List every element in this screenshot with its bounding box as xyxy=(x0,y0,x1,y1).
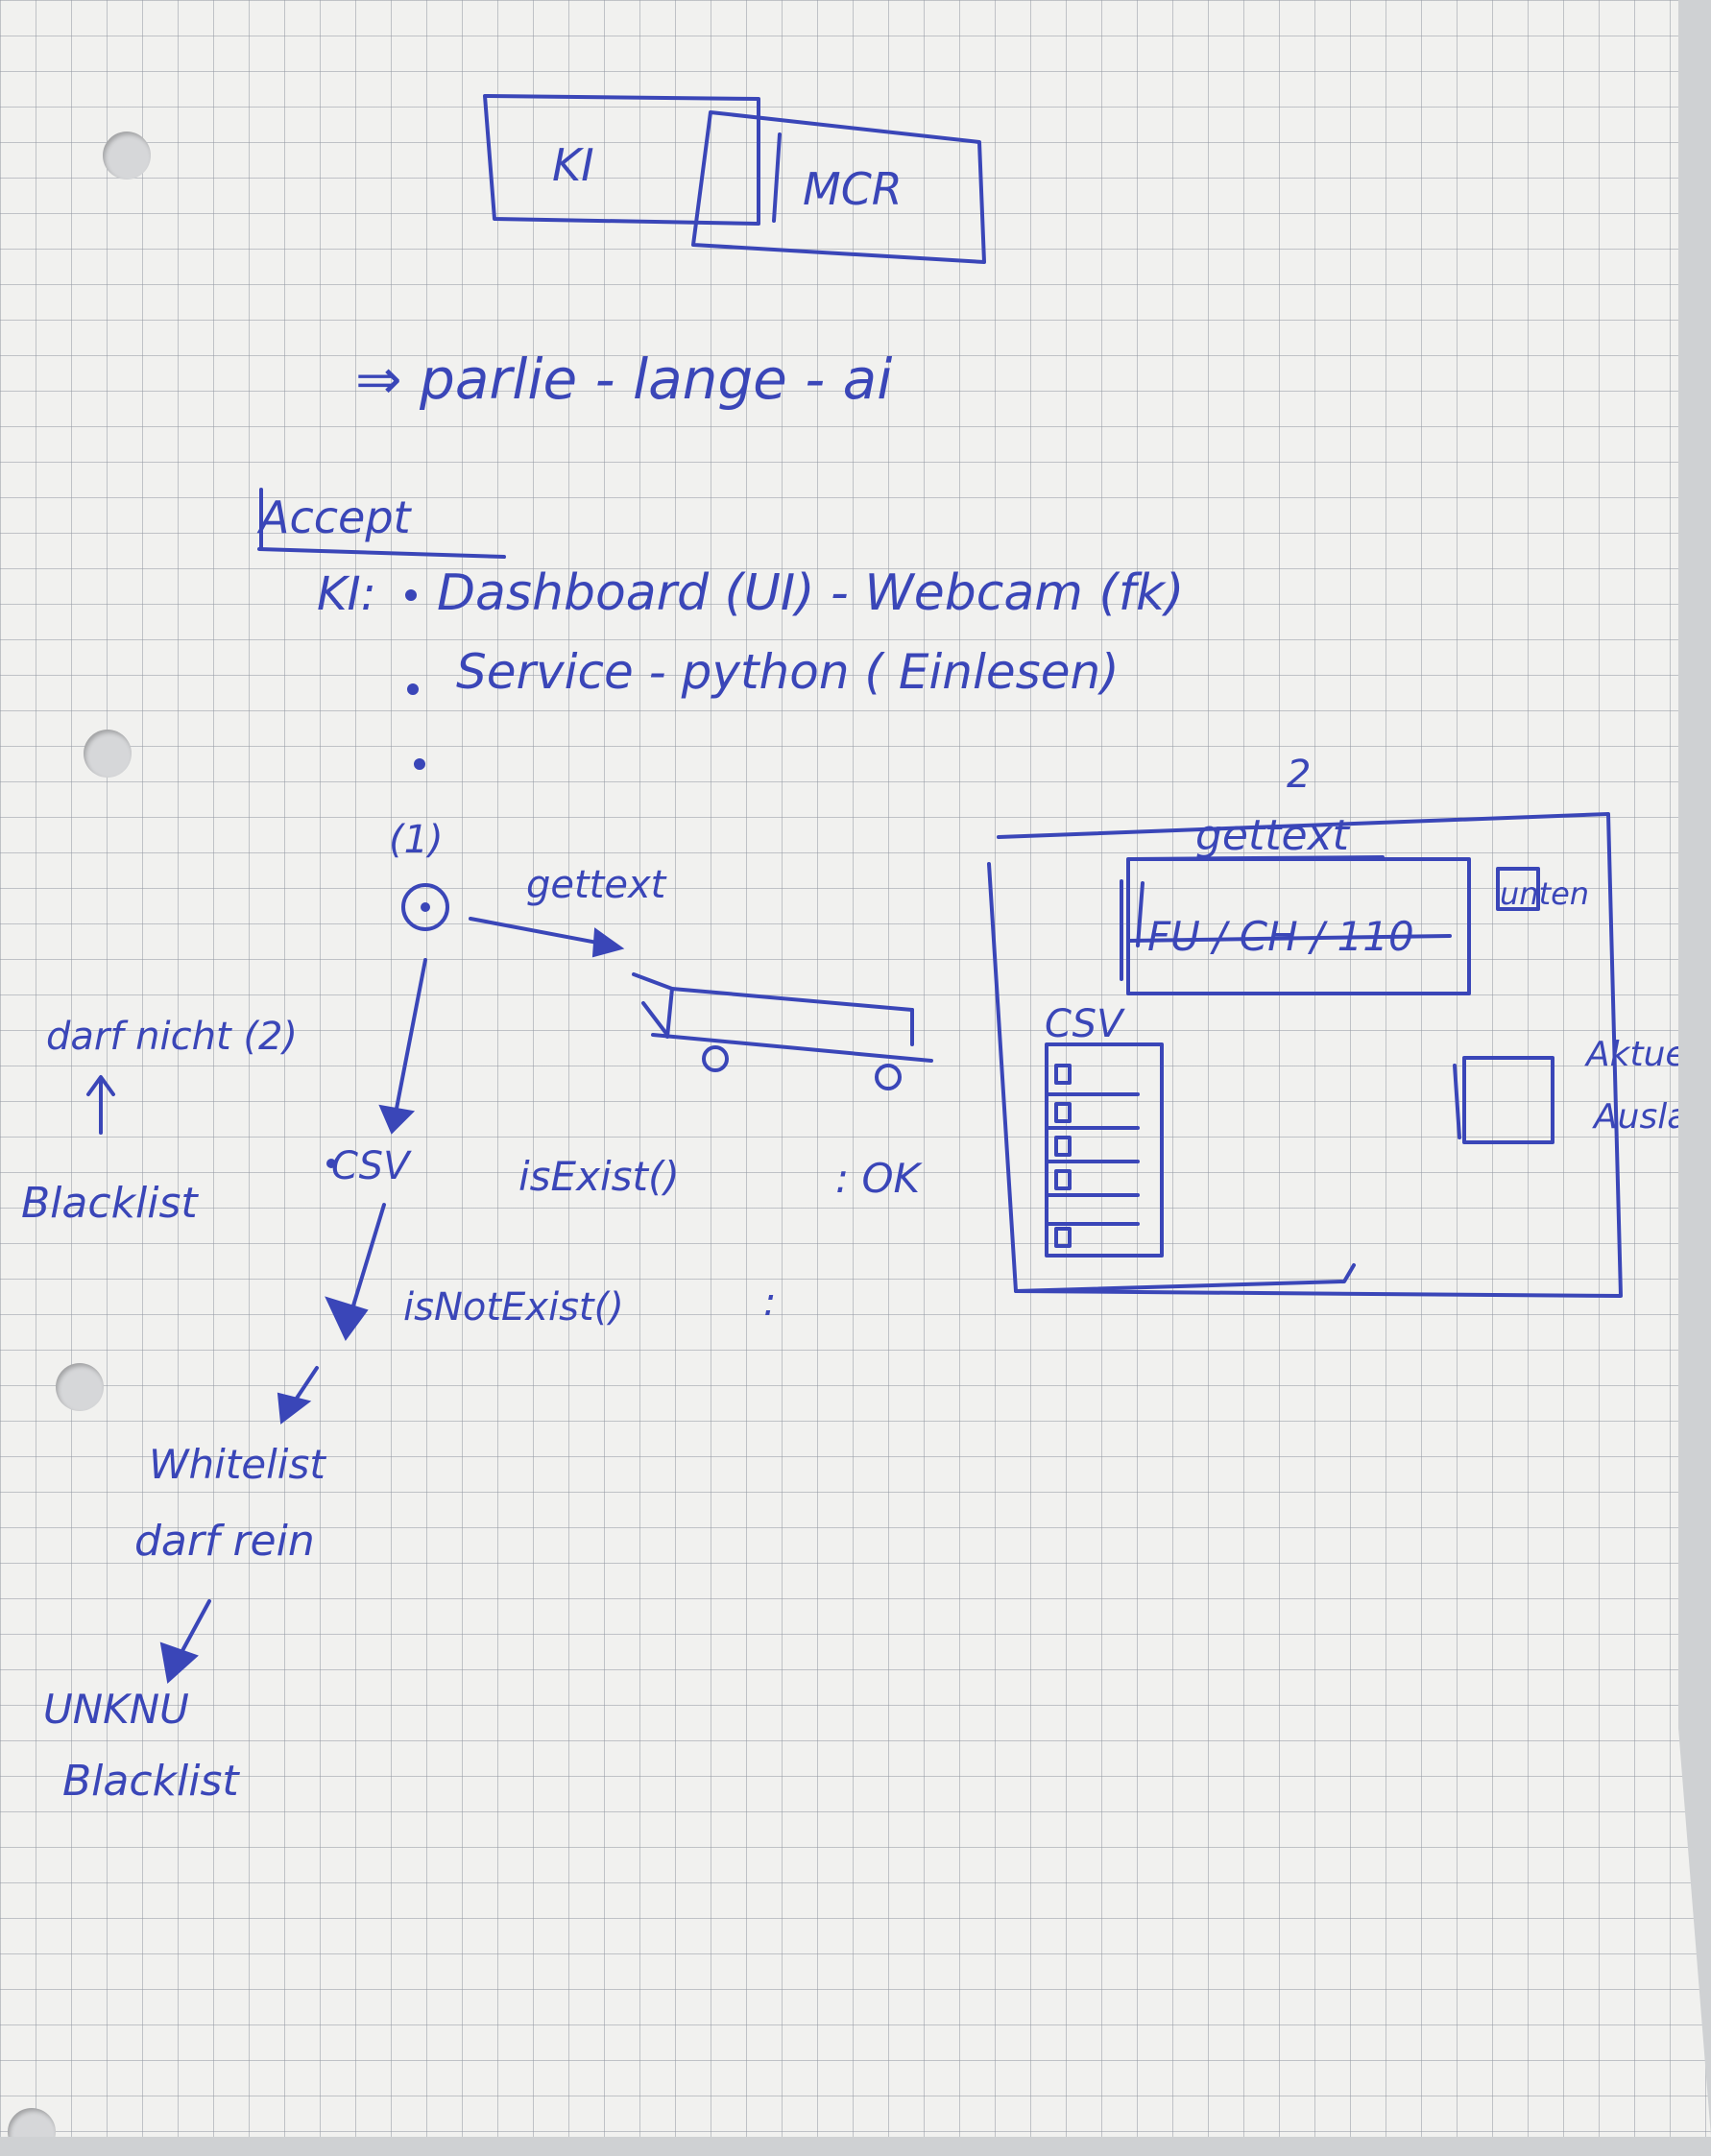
bullet-2: Service - python ( Einlesen) xyxy=(456,644,1120,700)
punch-hole xyxy=(56,1363,104,1411)
plate-text: FU / CH / 110 xyxy=(1147,913,1414,960)
image-placeholder xyxy=(1462,1056,1554,1144)
section-title: Accept xyxy=(256,491,413,543)
flow-csv: CSV xyxy=(331,1144,412,1188)
ki-prefix: KI: xyxy=(317,567,376,621)
ui-title: gettext xyxy=(1195,811,1351,860)
unten-label: unten xyxy=(1500,875,1589,912)
csv-list xyxy=(1045,1042,1164,1258)
flow-colon: : xyxy=(763,1281,776,1325)
ui-mockup: 2 gettext FU / CH / 110 unten CSV xyxy=(987,753,1706,1298)
darf-rein-label: darf rein xyxy=(134,1517,315,1566)
flow-gettext-label: gettext xyxy=(526,863,667,907)
bullet-dot xyxy=(407,683,419,695)
mcr-box: MCR xyxy=(691,110,986,264)
flow-is-exist: isExist() xyxy=(518,1153,680,1200)
mcr-box-label: MCR xyxy=(803,163,903,215)
page-heading: ⇒ parlie - lange - ai xyxy=(355,347,892,412)
bullet-dot xyxy=(414,758,425,770)
punch-hole xyxy=(84,730,132,778)
flow-is-not-exist: isNotExist() xyxy=(403,1285,624,1330)
plate-field xyxy=(1126,857,1471,995)
unten-button xyxy=(1496,867,1540,911)
ui-number: 2 xyxy=(1287,753,1311,797)
left-note-blacklist: Blacklist xyxy=(21,1179,199,1228)
punch-hole xyxy=(103,132,151,180)
start-node xyxy=(401,883,449,931)
left-note-darf-nicht: darf nicht (2) xyxy=(46,1015,298,1059)
side-text-1: Aktuell xyxy=(1584,1035,1706,1074)
ki-box-label: KI xyxy=(552,139,594,191)
csv-label: CSV xyxy=(1045,1002,1125,1046)
car-sketch xyxy=(632,972,933,1090)
whitelist-label: Whitelist xyxy=(149,1441,326,1488)
blacklist-2-label: Blacklist xyxy=(62,1757,240,1806)
side-text-2: Auslas xyxy=(1592,1097,1706,1137)
unknown-label: UNKNU xyxy=(43,1686,189,1733)
bullet-1: Dashboard (UI) - Webcam (fk) xyxy=(437,564,1184,622)
flow-ok: : OK xyxy=(835,1155,924,1202)
bullet-dot xyxy=(405,589,417,601)
ki-box: KI xyxy=(483,94,760,226)
step-marker: (1) xyxy=(389,818,444,862)
